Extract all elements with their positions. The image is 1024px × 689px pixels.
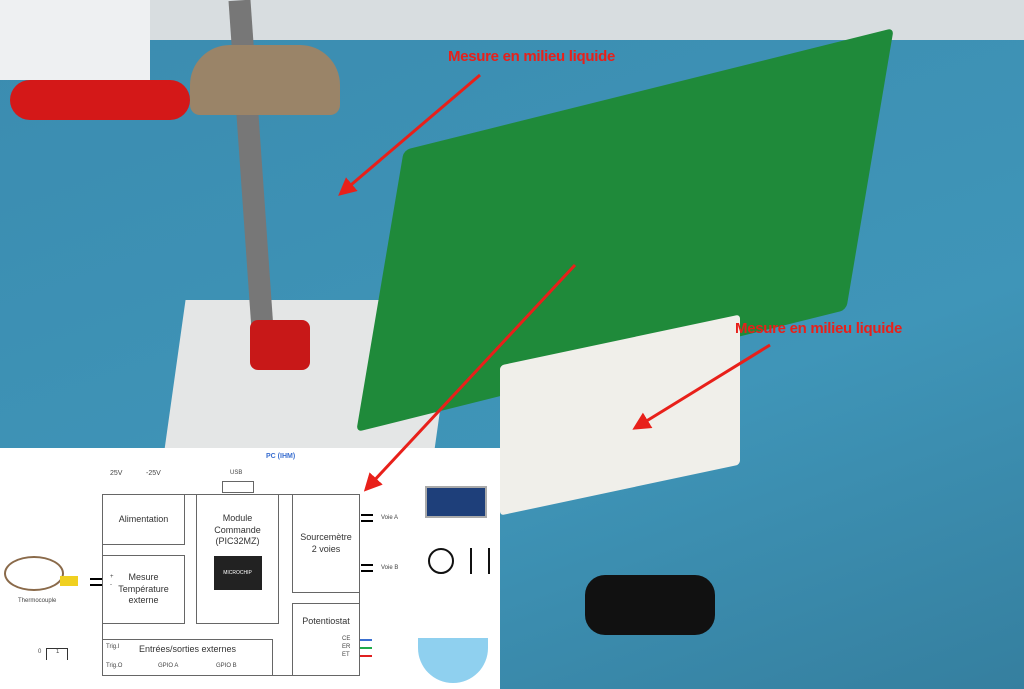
- clamp: [190, 45, 340, 115]
- er-label: ER: [342, 644, 351, 650]
- microchip-icon: MICROCHIP: [213, 556, 262, 591]
- red-clip: [250, 320, 310, 370]
- red-probe: [10, 80, 190, 120]
- mosfet-icon: [470, 548, 490, 574]
- voie-b-label: Voie B: [381, 565, 399, 571]
- thermocouple-icon: [4, 556, 64, 591]
- potentiostat-label: Potentiostat: [302, 616, 350, 626]
- usb-label: USB: [230, 470, 243, 476]
- pulse-1: 1: [56, 649, 60, 655]
- voie-b-connector: [361, 564, 373, 572]
- minus-sign: -: [110, 582, 112, 588]
- alimentation-block: Alimentation: [102, 494, 185, 545]
- v-pos-label: 25V: [110, 470, 123, 477]
- thermocouple-plug: [60, 576, 78, 586]
- annotation-top: Mesure en milieu liquide: [448, 48, 616, 65]
- transistor-icon: [428, 548, 454, 574]
- er-line: [360, 647, 372, 649]
- oscilloscope-probe: [585, 575, 715, 635]
- et-line: [360, 655, 372, 657]
- arrow-diagram: [363, 263, 577, 492]
- ce-label: CE: [342, 636, 351, 642]
- pc-label: PC (IHM): [266, 453, 296, 460]
- io-label: Entrées/sorties externes: [138, 644, 237, 654]
- mesure-block: Mesure Température externe: [102, 555, 185, 624]
- annotation-right: Mesure en milieu liquide: [735, 320, 903, 337]
- et-label: ET: [342, 652, 350, 658]
- v-neg-label: -25V: [146, 470, 161, 477]
- potentiostat-block: Potentiostat: [292, 603, 360, 676]
- boxes: [0, 0, 150, 80]
- gpio-a-label: GPIO A: [158, 663, 179, 669]
- chip-text: MICROCHIP: [223, 569, 252, 576]
- module-block: Module Commande (PIC32MZ) MICROCHIP: [196, 494, 279, 624]
- thermocouple-label: Thermocouple: [18, 598, 57, 604]
- trig-o-label: Trig.O: [106, 663, 123, 669]
- voie-a-label: Voie A: [381, 515, 399, 521]
- solar-panel-icon: [425, 486, 487, 518]
- thermo-connector: [90, 578, 102, 586]
- usb-connector: [222, 481, 254, 493]
- pulse-0: 0: [38, 649, 42, 655]
- io-block: Entrées/sorties externes: [102, 639, 273, 676]
- sourcemetre-block: Sourcemètre 2 voies: [292, 494, 360, 593]
- pulse-icon: [46, 648, 68, 660]
- module-label: Module Commande (PIC32MZ): [214, 513, 261, 547]
- block-diagram: PC (IHM) USB 25V -25V Alimentation Mesur…: [0, 448, 500, 689]
- voie-a-connector: [361, 514, 373, 522]
- gpio-b-label: GPIO B: [216, 663, 237, 669]
- arrow-top: [338, 73, 481, 196]
- trig-i-label: Trig.I: [106, 644, 120, 650]
- plus-sign: +: [110, 574, 114, 580]
- ce-line: [360, 639, 372, 641]
- arrow-right: [632, 343, 771, 430]
